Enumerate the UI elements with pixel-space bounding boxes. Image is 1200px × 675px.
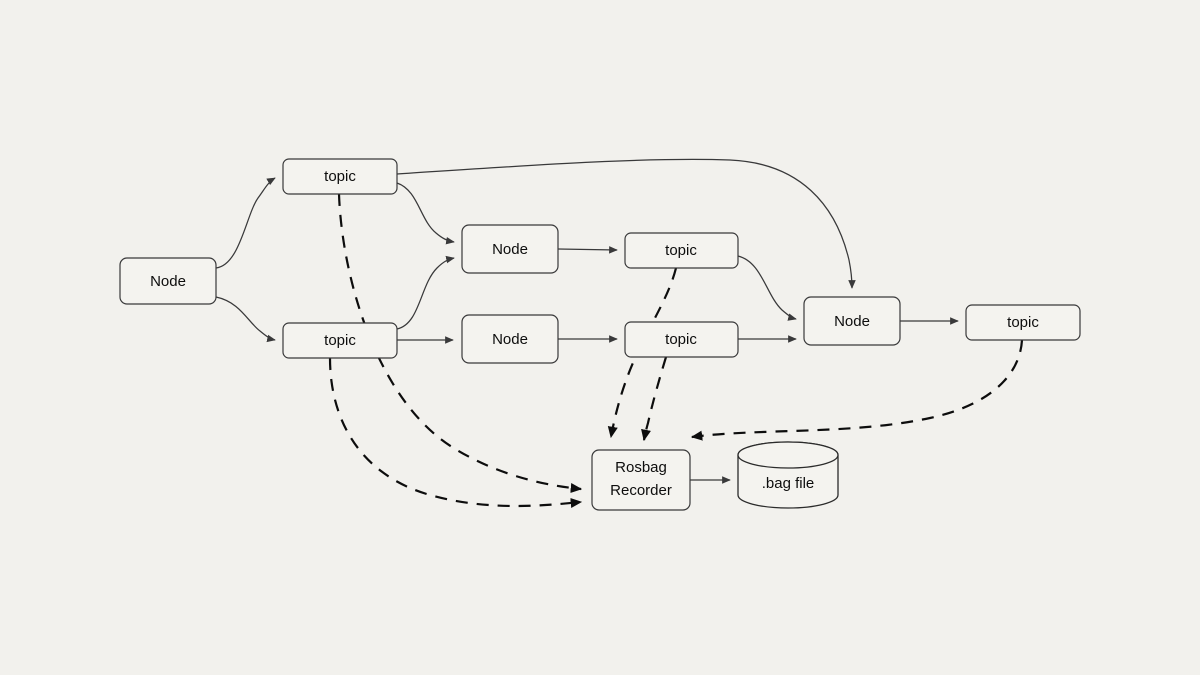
edge-topic_c-to-node_right	[737, 255, 797, 321]
rosbag-recorder-label-line1: Rosbag	[615, 459, 667, 476]
node-box-bagfile-cylinder[interactable]: .bag file	[737, 441, 839, 509]
node-box-node_mid_top[interactable]: Node	[461, 224, 559, 274]
node-box-topic_d[interactable]: topic	[624, 321, 739, 358]
nodes-group: Node topic topic Node Node topic	[119, 158, 1081, 511]
edge-topic_b-to-node_mid_top	[396, 255, 455, 330]
node_mid_top-label: Node	[492, 241, 528, 258]
edge-topic_a-to-node_right	[396, 158, 856, 289]
topic_a-label: topic	[324, 168, 356, 185]
edge-node_src-to-topic_a	[215, 177, 276, 269]
topic_c-rect[interactable]	[624, 232, 739, 269]
node-box-topic_a[interactable]: topic	[282, 158, 398, 195]
topic_e-rect[interactable]	[965, 304, 1081, 341]
node_mid_bot-rect[interactable]	[461, 314, 559, 364]
edge-topic_a-to-node_mid_top	[396, 182, 455, 245]
dashed-edges-group	[328, 193, 1024, 509]
bagfile-label: .bag file	[762, 475, 815, 492]
node-box-node_right[interactable]: Node	[803, 296, 901, 346]
topic_b-label: topic	[324, 332, 356, 349]
node-box-rosbag-recorder[interactable]: Rosbag Recorder	[591, 449, 691, 511]
node_mid_bot-label: Node	[492, 331, 528, 348]
edge-topic_c-to-rosbag	[607, 267, 678, 439]
node_right-label: Node	[834, 313, 870, 330]
node_src-label: Node	[150, 273, 186, 290]
node_right-rect[interactable]	[803, 296, 901, 346]
topic_a-rect[interactable]	[282, 158, 398, 195]
edge-node_src-to-topic_b	[215, 296, 276, 343]
edge-topic_b-to-rosbag	[328, 357, 583, 509]
node-box-topic_e[interactable]: topic	[965, 304, 1081, 341]
solid-edges-group	[215, 158, 959, 484]
node_src-rect[interactable]	[119, 257, 217, 305]
topic_c-label: topic	[665, 242, 697, 259]
topic_e-label: topic	[1007, 314, 1039, 331]
node-box-node_src[interactable]: Node	[119, 257, 217, 305]
topic_b-rect[interactable]	[282, 322, 398, 359]
node-box-topic_c[interactable]: topic	[624, 232, 739, 269]
rosbag-recorder-label-line2: Recorder	[610, 482, 672, 499]
edge-topic_d-to-rosbag	[641, 356, 668, 442]
topic_d-label: topic	[665, 331, 697, 348]
edge-topic_a-to-rosbag	[337, 193, 583, 494]
edge-node_mid_top-to-topic_c	[557, 246, 618, 254]
rosbag-recorder-rect[interactable]	[591, 449, 691, 511]
node-box-topic_b[interactable]: topic	[282, 322, 398, 359]
edge-topic_e-to-rosbag	[690, 339, 1024, 441]
topic_d-rect[interactable]	[624, 321, 739, 358]
node_mid_top-rect[interactable]	[461, 224, 559, 274]
node-box-node_mid_bot[interactable]: Node	[461, 314, 559, 364]
bagfile-cylinder-top	[737, 441, 839, 469]
